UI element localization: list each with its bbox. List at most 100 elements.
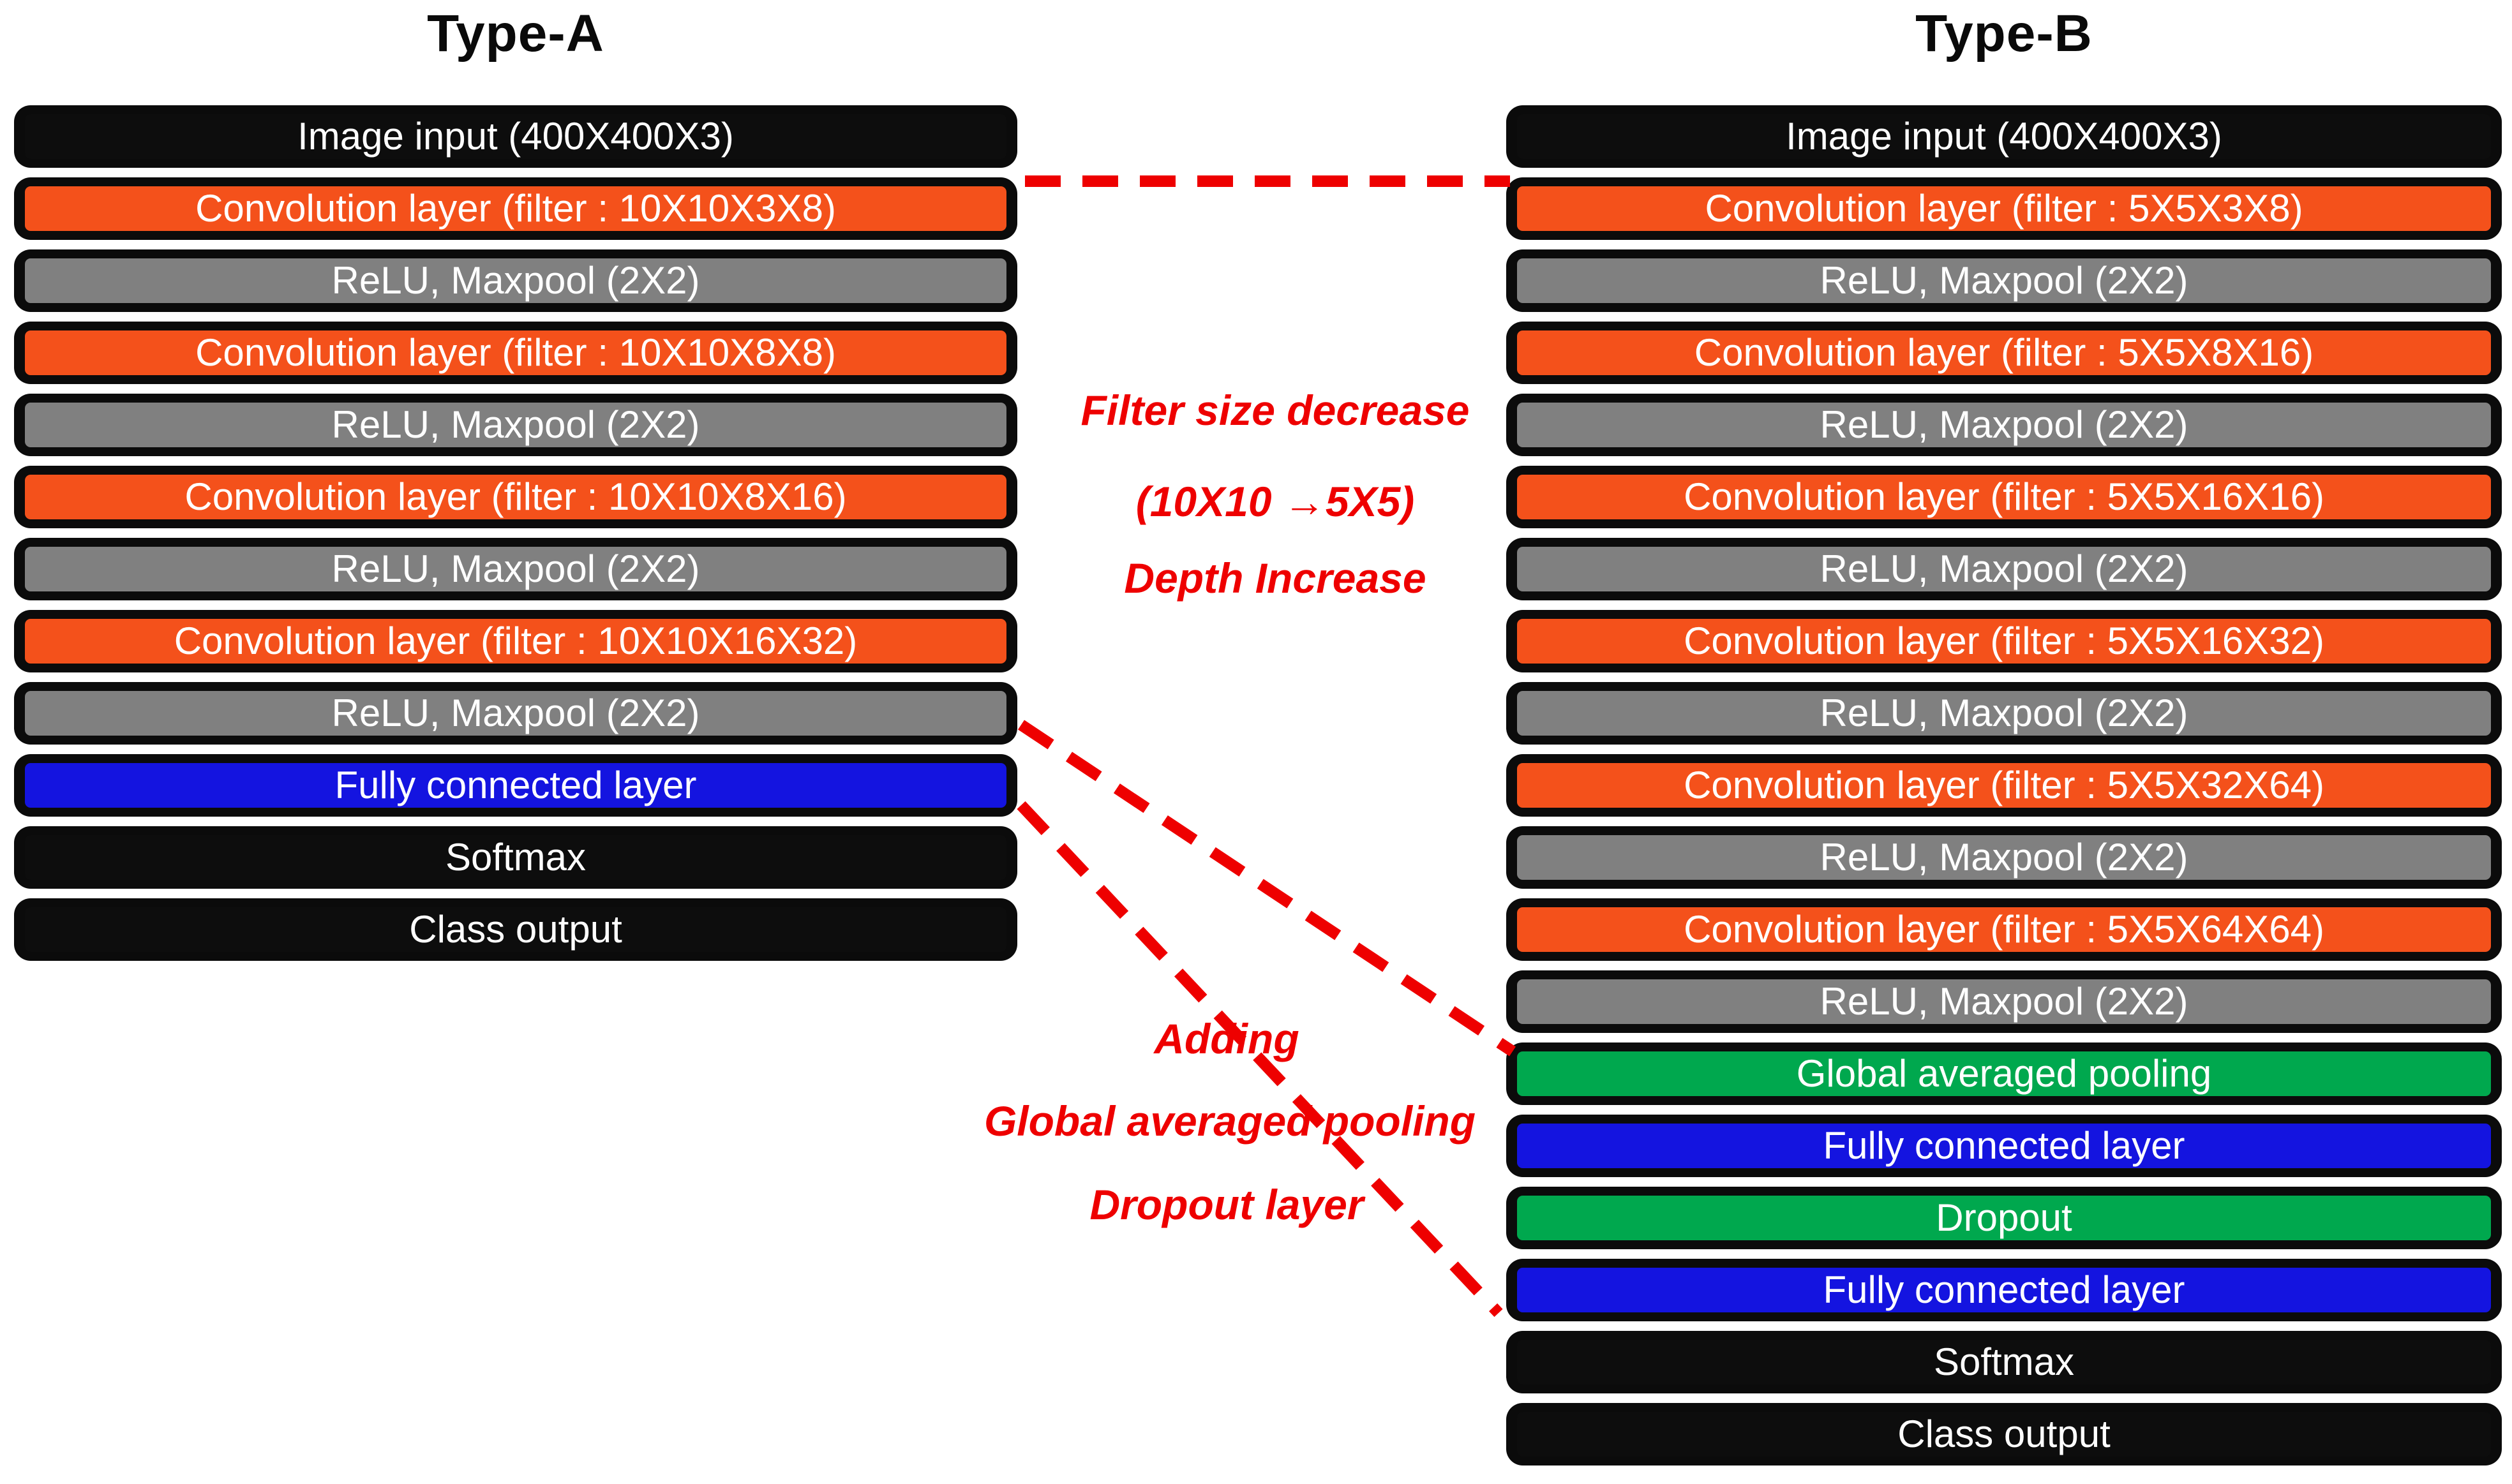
type-b-layer-bar-pool-6: ReLU, Maxpool (2X2) bbox=[1506, 538, 2502, 600]
layer-label: Class output bbox=[409, 908, 622, 951]
type-b-layer-bar-pool-8: ReLU, Maxpool (2X2) bbox=[1506, 682, 2502, 745]
layer-fill bbox=[1517, 403, 2491, 447]
layer-label: Fully connected layer bbox=[334, 764, 697, 806]
layer-label: Convolution layer (filter : 10X10X8X16) bbox=[184, 475, 847, 518]
global-averaged-pooling-note: Global averaged pooling bbox=[983, 1097, 1476, 1145]
layer-fill bbox=[1517, 114, 2491, 159]
type-a-layer-bar-conv-7: Convolution layer (filter : 10X10X16X32) bbox=[14, 610, 1017, 672]
type-a-layer-bar-input-0: Image input (400X400X3) bbox=[14, 105, 1017, 168]
layer-fill bbox=[1517, 979, 2491, 1024]
type-b-layer-bar-pool-12: ReLU, Maxpool (2X2) bbox=[1506, 970, 2502, 1033]
layer-label: Convolution layer (filter : 10X10X3X8) bbox=[195, 187, 836, 230]
layer-fill bbox=[25, 114, 1006, 159]
type-a-layer-bar-fc-9: Fully connected layer bbox=[14, 754, 1017, 817]
type-a-layer-bar-plain-11: Class output bbox=[14, 898, 1017, 961]
type-b-layer-bar-conv-3: Convolution layer (filter : 5X5X8X16) bbox=[1506, 322, 2502, 384]
layer-fill bbox=[25, 907, 1006, 952]
type-b-layer-bar-gap-13: Global averaged pooling bbox=[1506, 1043, 2502, 1105]
layer-label: ReLU, Maxpool (2X2) bbox=[1820, 980, 2188, 1023]
layer-fill bbox=[25, 835, 1006, 880]
type-b-layer-bar-dropout-15: Dropout bbox=[1506, 1187, 2502, 1249]
type-a-layer-bar-conv-1: Convolution layer (filter : 10X10X3X8) bbox=[14, 177, 1017, 240]
type-b-layer-bar-pool-10: ReLU, Maxpool (2X2) bbox=[1506, 826, 2502, 889]
layer-fill bbox=[1517, 1196, 2491, 1240]
type-a-layer-bar-pool-8: ReLU, Maxpool (2X2) bbox=[14, 682, 1017, 745]
type-a-layer-bar-pool-2: ReLU, Maxpool (2X2) bbox=[14, 249, 1017, 312]
layer-fill bbox=[1517, 547, 2491, 591]
layer-label: ReLU, Maxpool (2X2) bbox=[331, 259, 700, 302]
layer-label: Convolution layer (filter : 5X5X16X32) bbox=[1684, 620, 2324, 662]
layer-label: Softmax bbox=[1933, 1340, 2075, 1383]
type-a-title: Type-A bbox=[427, 4, 604, 63]
layer-label: Convolution layer (filter : 5X5X32X64) bbox=[1684, 764, 2324, 806]
type-a-layer-bar-pool-4: ReLU, Maxpool (2X2) bbox=[14, 394, 1017, 456]
layer-fill bbox=[25, 619, 1006, 664]
type-b-layer-bar-conv-5: Convolution layer (filter : 5X5X16X16) bbox=[1506, 466, 2502, 528]
type-a-layer-bar-plain-10: Softmax bbox=[14, 826, 1017, 889]
layer-fill bbox=[25, 691, 1006, 736]
dropout-layer-note: Dropout layer bbox=[1089, 1181, 1364, 1228]
layer-label: ReLU, Maxpool (2X2) bbox=[1820, 692, 2188, 734]
layer-label: Convolution layer (filter : 5X5X64X64) bbox=[1684, 908, 2324, 951]
layer-fill bbox=[1517, 691, 2491, 736]
layer-fill bbox=[1517, 1340, 2491, 1384]
layer-label: ReLU, Maxpool (2X2) bbox=[331, 692, 700, 734]
layer-fill bbox=[1517, 330, 2491, 375]
layer-fill bbox=[1517, 1412, 2491, 1457]
layer-label: Convolution layer (filter : 10X10X16X32) bbox=[174, 620, 858, 662]
layer-fill bbox=[1517, 763, 2491, 808]
type-b-layer-bar-plain-18: Class output bbox=[1506, 1403, 2502, 1465]
layer-label: Fully connected layer bbox=[1823, 1268, 2185, 1311]
layer-label: ReLU, Maxpool (2X2) bbox=[1820, 259, 2188, 302]
layer-label: ReLU, Maxpool (2X2) bbox=[331, 547, 700, 590]
adding-note: Adding bbox=[1154, 1015, 1299, 1062]
type-a-layer-stack: Image input (400X400X3) Convolution layer… bbox=[14, 105, 1017, 970]
layer-fill bbox=[1517, 186, 2491, 231]
layer-label: Class output bbox=[1897, 1413, 2111, 1455]
filter-size-decrease-note: Filter size decrease bbox=[1080, 387, 1470, 434]
type-b-layer-stack: Image input (400X400X3) Convolution layer… bbox=[1506, 105, 2502, 1475]
type-b-layer-bar-pool-2: ReLU, Maxpool (2X2) bbox=[1506, 249, 2502, 312]
depth-increase-note: Depth Increase bbox=[1124, 554, 1426, 602]
type-b-layer-bar-conv-9: Convolution layer (filter : 5X5X32X64) bbox=[1506, 754, 2502, 817]
type-b-layer-bar-fc-16: Fully connected layer bbox=[1506, 1259, 2502, 1321]
layer-label: ReLU, Maxpool (2X2) bbox=[1820, 836, 2188, 879]
layer-label: Convolution layer (filter : 10X10X8X8) bbox=[195, 331, 836, 374]
type-b-layer-bar-input-0: Image input (400X400X3) bbox=[1506, 105, 2502, 168]
layer-fill bbox=[1517, 1124, 2491, 1168]
layer-fill bbox=[1517, 835, 2491, 880]
layer-label: ReLU, Maxpool (2X2) bbox=[1820, 547, 2188, 590]
type-b-layer-bar-pool-4: ReLU, Maxpool (2X2) bbox=[1506, 394, 2502, 456]
layer-label: Fully connected layer bbox=[1823, 1124, 2185, 1167]
layer-label: Image input (400X400X3) bbox=[297, 115, 734, 158]
type-b-layer-bar-plain-17: Softmax bbox=[1506, 1331, 2502, 1393]
layer-fill bbox=[1517, 907, 2491, 952]
layer-fill bbox=[25, 547, 1006, 591]
layer-fill bbox=[25, 330, 1006, 375]
layer-label: Global averaged pooling bbox=[1796, 1052, 2212, 1095]
filter-size-change-values-note: (10X10 →5X5) bbox=[1135, 478, 1415, 525]
layer-fill bbox=[25, 403, 1006, 447]
type-b-layer-bar-conv-1: Convolution layer (filter : 5X5X3X8) bbox=[1506, 177, 2502, 240]
type-b-title: Type-B bbox=[1915, 4, 2093, 63]
layer-fill bbox=[1517, 619, 2491, 664]
layer-fill bbox=[25, 763, 1006, 808]
layer-label: ReLU, Maxpool (2X2) bbox=[331, 403, 700, 446]
layer-label: ReLU, Maxpool (2X2) bbox=[1820, 403, 2188, 446]
layer-fill bbox=[1517, 1051, 2491, 1096]
layer-label: Image input (400X400X3) bbox=[1786, 115, 2222, 158]
type-a-layer-bar-conv-5: Convolution layer (filter : 10X10X8X16) bbox=[14, 466, 1017, 528]
layer-label: Dropout bbox=[1936, 1196, 2072, 1239]
layer-label: Softmax bbox=[445, 836, 587, 879]
type-b-layer-bar-conv-7: Convolution layer (filter : 5X5X16X32) bbox=[1506, 610, 2502, 672]
layer-fill bbox=[25, 475, 1006, 519]
layer-fill bbox=[1517, 1268, 2491, 1312]
layer-label: Convolution layer (filter : 5X5X8X16) bbox=[1694, 331, 2314, 374]
type-a-layer-bar-conv-3: Convolution layer (filter : 10X10X8X8) bbox=[14, 322, 1017, 384]
layer-label: Convolution layer (filter : 5X5X16X16) bbox=[1684, 475, 2324, 518]
layer-fill bbox=[1517, 258, 2491, 303]
layer-label: Convolution layer (filter : 5X5X3X8) bbox=[1705, 187, 2303, 230]
type-b-layer-bar-fc-14: Fully connected layer bbox=[1506, 1115, 2502, 1177]
type-a-layer-bar-pool-6: ReLU, Maxpool (2X2) bbox=[14, 538, 1017, 600]
